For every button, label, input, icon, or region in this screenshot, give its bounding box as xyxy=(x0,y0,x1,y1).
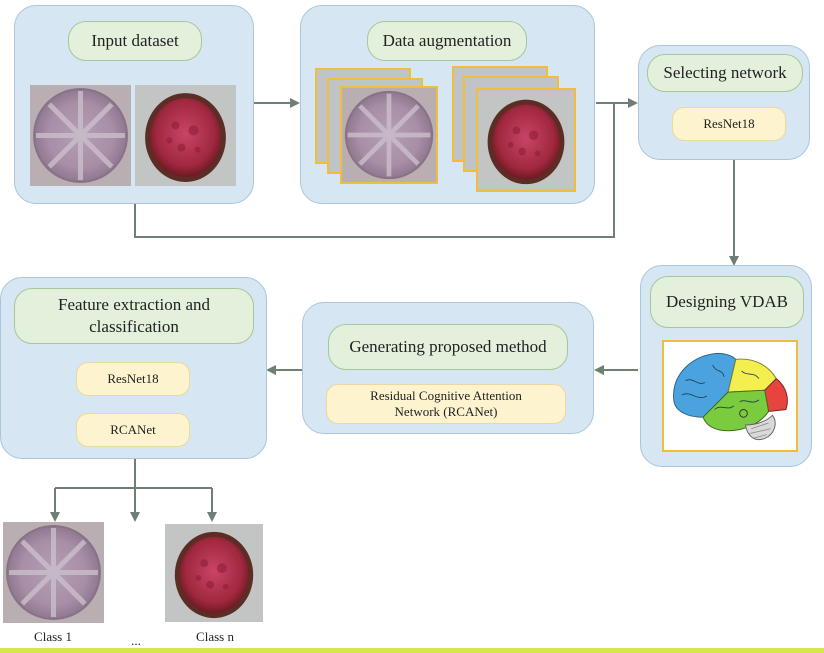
class-n-image xyxy=(165,524,263,622)
arrow-input-bypass xyxy=(134,103,615,238)
feature-extraction-title: Feature extraction and classification xyxy=(14,288,254,344)
brain-icon xyxy=(673,352,788,441)
pollen-image-red xyxy=(135,85,236,186)
augmented-pollen-red xyxy=(476,88,576,192)
class-n-label: Class n xyxy=(196,629,234,644)
data-augmentation-title: Data augmentation xyxy=(367,21,527,61)
pollen-image-pink xyxy=(30,85,131,186)
class-1-image xyxy=(3,522,104,623)
class-1-label: Class 1 xyxy=(34,629,72,644)
selecting-network-title: Selecting network xyxy=(647,54,803,92)
bottom-accent-bar xyxy=(0,648,824,653)
proposed-method-rcanet: Residual Cognitive Attention Network (RC… xyxy=(326,384,566,424)
ellipsis-label: ... xyxy=(131,633,141,648)
input-dataset-title: Input dataset xyxy=(68,21,202,61)
generating-method-title: Generating proposed method xyxy=(328,324,568,370)
brain-illustration xyxy=(662,340,798,452)
augmented-pollen-pink xyxy=(340,86,438,184)
designing-vdab-title: Designing VDAB xyxy=(650,276,804,328)
feature-model-resnet18: ResNet18 xyxy=(76,362,190,396)
selected-network-resnet18: ResNet18 xyxy=(672,107,786,141)
feature-model-rcanet: RCANet xyxy=(76,413,190,447)
